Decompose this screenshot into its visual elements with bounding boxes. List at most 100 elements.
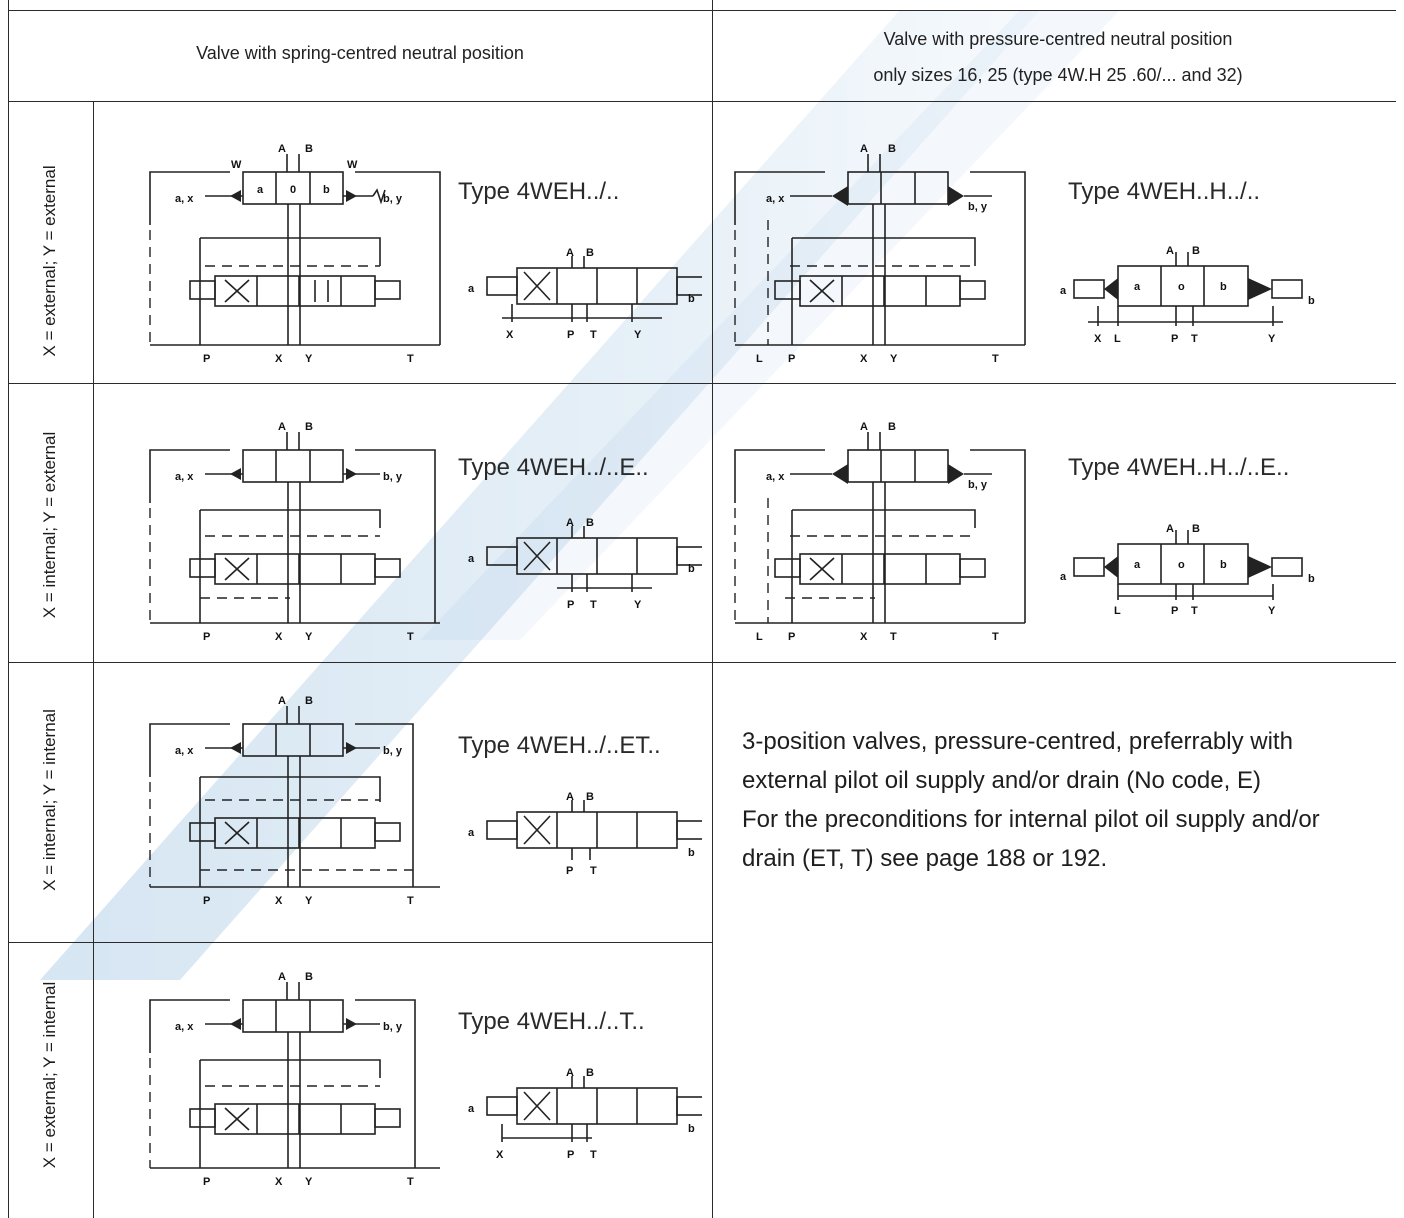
row-label-3: X = internal; Y = internal (40, 709, 59, 891)
simple-symbol-r3-left: A B a b P T (468, 792, 702, 877)
type-label-r4-left: Type 4WEH../..T.. (458, 1008, 645, 1035)
sym-port-a: A (1166, 523, 1174, 535)
sym-sol-b: b (688, 563, 695, 575)
detailed-symbol-r1-right: A B a, x b, y L P X Y T (734, 143, 1026, 365)
note-line-4: drain (ET, T) see page 188 or 192. (742, 845, 1108, 872)
sym-port-b: B (1192, 245, 1200, 257)
simple-symbol-r2-left: A B a b P T Y (468, 518, 702, 611)
sym-pilot-by: b, y (383, 193, 403, 205)
detailed-symbol-r4-left: A B a, x b, y P X Y T (149, 971, 440, 1188)
sym-sol-a: a (1134, 281, 1141, 293)
sym-port-p: P (788, 353, 795, 365)
sym-port-t: T (590, 865, 597, 877)
sym-port-p: P (1171, 605, 1178, 617)
sym-pilot-ax: a, x (175, 471, 194, 483)
sym-port-x: X (275, 1176, 283, 1188)
simple-symbol-r2-right: A B a o b a b L P T Y (1060, 523, 1315, 617)
sym-port-p: P (566, 865, 573, 877)
sym-port-p: P (567, 329, 574, 341)
detailed-symbol-r3-left: A B a, x b, y P X Y T (149, 695, 440, 907)
grid-line-labelcol (93, 101, 94, 1218)
simple-symbol-r4-left: A B a b X P T (468, 1068, 702, 1161)
note-line-1: 3-position valves, pressure-centred, pre… (742, 728, 1293, 755)
sym-port-p: P (1171, 333, 1178, 345)
sym-port-l: L (1114, 605, 1121, 617)
sym-sol-a: a (1134, 559, 1141, 571)
sym-pilot-ax: a, x (175, 193, 194, 205)
row-label-2: X = internal; Y = external (40, 431, 59, 619)
sym-port-x: X (860, 631, 868, 643)
sym-port-t: T (890, 631, 897, 643)
sym-port-t: T (407, 631, 414, 643)
sym-port-b: B (1192, 523, 1200, 535)
sym-port-a: A (566, 518, 574, 529)
sym-port-p: P (203, 353, 210, 365)
sym-port-a: A (278, 695, 286, 707)
grid-line-left (8, 0, 9, 1218)
sym-port-t2: T (992, 631, 999, 643)
sym-port-b: B (586, 518, 594, 529)
sym-port-a: A (566, 1068, 574, 1079)
grid-line-row3 (8, 942, 712, 943)
sym-port-b: B (305, 971, 313, 983)
sym-port-b: B (305, 695, 313, 707)
sym-port-x: X (506, 329, 514, 341)
grid-line-top (8, 10, 1396, 11)
sym-sol-o: o (1178, 559, 1185, 571)
sym-port-t: T (1191, 333, 1198, 345)
sym-port-t: T (992, 353, 999, 365)
sym-port-a: A (1166, 245, 1174, 257)
sym-port-p: P (567, 599, 574, 611)
simple-symbol-r1-right: A B a o b a b X L P T Y (1060, 245, 1315, 345)
sym-end-b: b (1308, 573, 1315, 585)
sym-port-y: Y (1268, 333, 1276, 345)
sym-sol-b: b (1220, 559, 1227, 571)
sym-port-p: P (788, 631, 795, 643)
sym-port-y: Y (305, 895, 313, 907)
sym-port-y: Y (634, 329, 642, 341)
row-label-4: X = external; Y = internal (40, 981, 59, 1169)
sym-pilot-by: b, y (968, 201, 988, 213)
sym-sol-b: b (688, 847, 695, 859)
sym-port-a: A (860, 421, 868, 433)
sym-port-t: T (1191, 605, 1198, 617)
sym-sol-o: o (1178, 281, 1185, 293)
sym-pilot-by: b, y (968, 479, 988, 491)
grid-line-row2 (8, 662, 1396, 663)
sym-port-b: B (305, 143, 313, 155)
sym-port-x: X (275, 353, 283, 365)
sym-port-a: A (566, 248, 574, 259)
sym-sol-0: 0 (290, 184, 296, 196)
sym-pilot-ax: a, x (766, 193, 785, 205)
sym-port-l: L (1114, 333, 1121, 345)
sym-end-b: b (1308, 295, 1315, 307)
type-label-r1-left: Type 4WEH../.. (458, 178, 620, 205)
detailed-symbol-r2-right: A B a, x b, y L P X T T (734, 421, 1026, 643)
sym-pilot-by: b, y (383, 745, 403, 757)
sym-port-p: P (203, 1176, 210, 1188)
simple-symbol-r1-left: A B a b X P T Y (468, 248, 702, 341)
sym-port-l: L (756, 353, 763, 365)
sym-port-x: X (1094, 333, 1102, 345)
sym-port-t: T (590, 329, 597, 341)
grid-line-header (8, 101, 1396, 102)
sym-port-p: P (203, 631, 210, 643)
note-line-3: For the preconditions for internal pilot… (742, 806, 1320, 833)
sym-sol-a: a (468, 827, 475, 839)
sym-sol-b: b (323, 184, 330, 196)
header-spring-centred: Valve with spring-centred neutral positi… (196, 43, 524, 63)
sym-end-a: a (1060, 285, 1067, 297)
sym-port-x: X (860, 353, 868, 365)
sym-port-a: A (278, 421, 286, 433)
pressure-centred-note: 3-position valves, pressure-centred, pre… (742, 722, 1392, 878)
sym-port-a: A (860, 143, 868, 155)
note-line-2: external pilot oil supply and/or drain (… (742, 767, 1261, 794)
grid-line-row1 (8, 383, 1396, 384)
grid-line-mid (712, 0, 713, 1218)
sym-sol-a: a (468, 1103, 475, 1115)
type-label-r3-left: Type 4WEH../..ET.. (458, 732, 661, 759)
sym-sol-a: a (468, 553, 475, 565)
sym-sol-b: b (688, 1123, 695, 1135)
sym-port-x: X (496, 1149, 504, 1161)
sym-port-y: Y (305, 353, 313, 365)
